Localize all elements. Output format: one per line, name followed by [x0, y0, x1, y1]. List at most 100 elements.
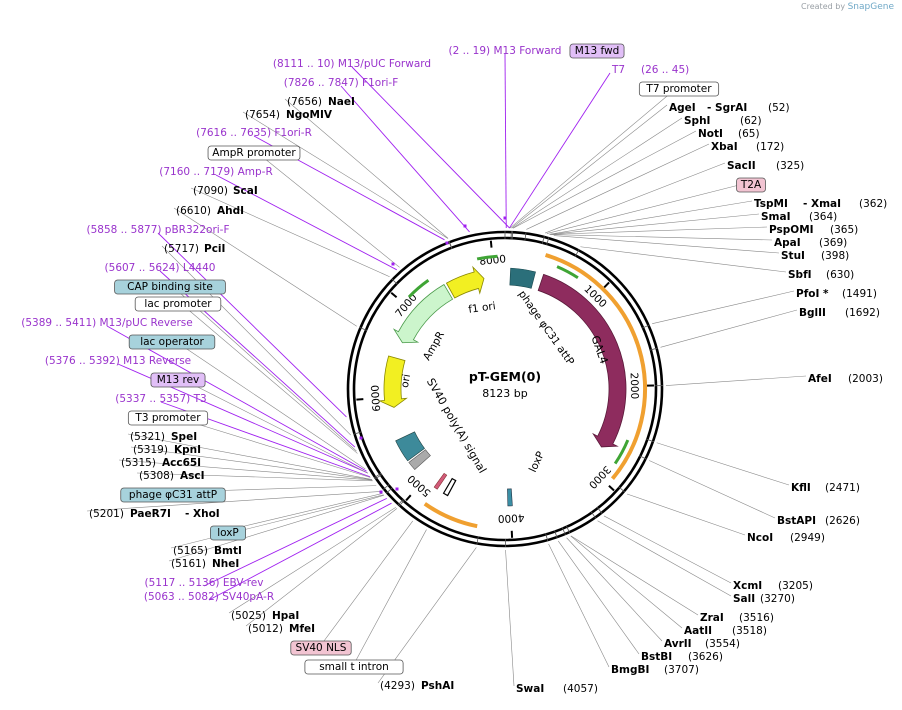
- leader-line: [550, 227, 767, 234]
- map-label-text: (5717): [164, 243, 199, 255]
- map-label-enzyme: BstAPI: [777, 515, 816, 527]
- map-label-num: (172): [756, 141, 784, 153]
- map-label-box-white: AmpR promoter: [208, 146, 300, 160]
- map-label-num: (4293): [380, 680, 415, 692]
- map-label-num: (5321): [130, 431, 165, 443]
- map-label-text: T7 promoter: [645, 83, 712, 95]
- map-label-primer: (5858 .. 5877) pBR322ori-F: [86, 224, 229, 236]
- map-label-primer: (26 .. 45): [641, 64, 689, 76]
- map-label-text: (2 .. 19) M13 Forward: [449, 45, 562, 57]
- map-label-enzyme: SbfI: [788, 269, 812, 281]
- primer-site-marker: [396, 488, 399, 491]
- map-label-enzyme: SalI: [733, 593, 755, 605]
- map-label-text: T3 promoter: [134, 412, 201, 424]
- sv40-nls-feature: [434, 473, 447, 489]
- map-label-num: (5315): [121, 457, 156, 469]
- map-label-box-white: lac promoter: [135, 297, 221, 311]
- map-label-box-teal: CAP binding site: [115, 280, 226, 294]
- map-label-text: (62): [740, 115, 762, 127]
- map-label-text: SwaI: [516, 683, 544, 695]
- map-label-text: (365): [830, 224, 858, 236]
- map-label-text: (5201): [89, 508, 124, 520]
- map-label-num: (5161): [171, 558, 206, 570]
- map-label-num: (62): [740, 115, 762, 127]
- map-label-text: (2003): [848, 373, 883, 385]
- map-label-box-teal: phage φC31 attP: [121, 488, 226, 502]
- loxp-feature: [507, 489, 512, 506]
- leader-line: [549, 544, 609, 667]
- tick-label: 2000: [628, 372, 641, 399]
- ori-label: ori: [399, 373, 413, 389]
- map-label-text: (5117 .. 5136) EBV-rev: [145, 577, 264, 589]
- f1-ori-feature: [446, 267, 484, 298]
- map-label-enzyme: XbaI: [711, 141, 738, 153]
- leader-line: [509, 73, 610, 228]
- map-label-text: BstBI: [641, 651, 672, 663]
- map-label-enzyme: ScaI: [233, 185, 258, 197]
- map-label-text: (8111 .. 10) M13/pUC Forward: [273, 58, 431, 70]
- map-label-enzyme: SmaI: [761, 211, 791, 223]
- ampr-label: AmpR: [421, 329, 447, 362]
- map-label-num: (3554): [705, 638, 740, 650]
- map-label-text: AmpR promoter: [212, 147, 296, 159]
- map-label-text: (7616 .. 7635) F1ori-R: [196, 127, 312, 139]
- cut-site-mark: [386, 488, 392, 493]
- map-label-primer: (5337 .. 5357) T3: [115, 393, 206, 405]
- map-label-num: (5025): [231, 610, 266, 622]
- map-label-text: XcmI: [733, 580, 762, 592]
- map-label-enzyme: KpnI: [174, 444, 201, 456]
- map-label-text: (7654): [245, 109, 280, 121]
- leader-line: [254, 150, 400, 267]
- map-label-text: (26 .. 45): [641, 64, 689, 76]
- map-label-text: SphI: [684, 115, 710, 127]
- map-label-text: AhdI: [217, 205, 244, 217]
- map-label-enzyme: PaeR7I: [130, 508, 171, 520]
- map-label-text: KpnI: [174, 444, 201, 456]
- sv40-polya-label: SV40 poly(A) signal: [424, 376, 489, 476]
- map-label-enzyme: HpaI: [272, 610, 299, 622]
- map-label-text: AgeI: [669, 102, 696, 114]
- map-label-num: (5717): [164, 243, 199, 255]
- map-label-primer: (7826 .. 7847) F1ori-F: [284, 77, 399, 89]
- map-label-enzyme: AscI: [180, 470, 205, 482]
- map-label-enzyme: AgeI: [669, 102, 696, 114]
- map-label-text: StuI: [781, 250, 805, 262]
- leader-line: [598, 521, 731, 596]
- map-label-text: (3707): [664, 664, 699, 676]
- map-label-text: ZraI: [700, 612, 724, 624]
- map-label-text: (1692): [845, 307, 880, 319]
- map-label-box-purple: M13 fwd: [570, 44, 624, 58]
- leader-line: [580, 247, 786, 272]
- map-label-text: AvrII: [664, 638, 692, 650]
- map-label-text: (7826 .. 7847) F1ori-F: [284, 77, 399, 89]
- map-label-box-white: T7 promoter: [639, 82, 718, 96]
- map-label-text: (362): [859, 198, 887, 210]
- map-label-primer: (5389 .. 5411) M13/pUC Reverse: [21, 317, 193, 329]
- map-label-box-purple: M13 rev: [151, 373, 205, 387]
- primer-site-marker: [446, 242, 449, 245]
- map-label-num: (4057): [563, 683, 598, 695]
- leader-line: [321, 521, 413, 645]
- primer-site-marker: [392, 263, 395, 266]
- leader-line: [661, 310, 797, 347]
- map-label-num: (362): [859, 198, 887, 210]
- map-label-text: (4293): [380, 680, 415, 692]
- map-label-text: lac promoter: [144, 298, 212, 310]
- map-label-text: T2A: [740, 179, 762, 191]
- map-label-text: (5012): [248, 623, 283, 635]
- map-label-primer: (5063 .. 5082) SV40pA-R: [144, 591, 274, 603]
- map-label-num: (2471): [825, 482, 860, 494]
- leader-line: [171, 495, 384, 548]
- map-label-text: - SgrAI: [707, 102, 747, 114]
- small-t-intron-feature: [444, 479, 456, 496]
- map-label-text: SbfI: [788, 269, 812, 281]
- map-label-text: (5389 .. 5411) M13/pUC Reverse: [21, 317, 193, 329]
- map-label-box-pink: SV40 NLS: [291, 641, 351, 655]
- map-label-text: BstAPI: [777, 515, 816, 527]
- map-label-num: (2003): [848, 373, 883, 385]
- map-label-enzyme: ZraI: [700, 612, 724, 624]
- map-label-text: NcoI: [747, 532, 773, 544]
- plasmid-size: 8123 bp: [482, 387, 527, 400]
- leader-line: [657, 443, 789, 485]
